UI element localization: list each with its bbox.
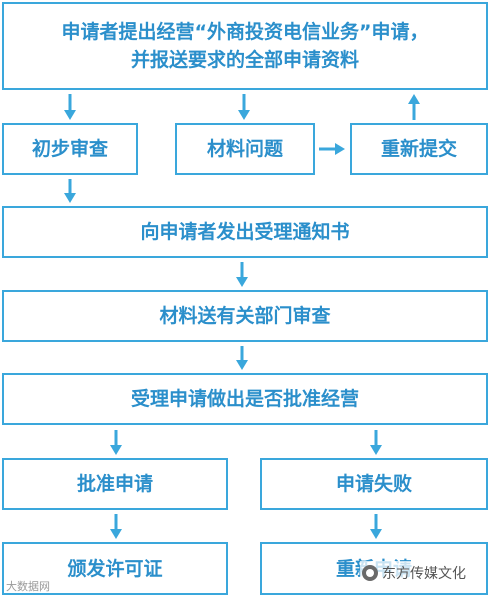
step-submit-application: 申请者提出经营“外商投资电信业务”申请， 并报送要求的全部申请资料 (2, 2, 488, 90)
wechat-logo-icon (362, 565, 378, 581)
step-submit-line2: 并报送要求的全部申请资料 (130, 49, 359, 71)
arrow-approved-to-license (110, 514, 122, 539)
arrow-submit-to-preliminary (64, 94, 76, 120)
arrow-material-issue-to-resubmit (319, 143, 345, 155)
step-approved: 批准申请 (2, 458, 228, 510)
step-submit-line1: 申请者提出经营“外商投资电信业务”申请， (61, 21, 429, 43)
step-decision: 受理申请做出是否批准经营 (2, 373, 488, 425)
step-rejected: 申请失败 (260, 458, 488, 510)
step-department-review: 材料送有关部门审查 (2, 290, 488, 342)
step-acceptance-notice: 向申请者发出受理通知书 (2, 206, 488, 258)
arrow-decision-to-approved (110, 430, 122, 455)
watermark-right: 东方传媒文化 (360, 561, 468, 585)
step-resubmit: 重新提交 (350, 123, 488, 175)
arrow-department-to-decision (236, 346, 248, 370)
step-issue-license: 颁发许可证 (2, 542, 228, 595)
arrow-decision-to-rejected (370, 430, 382, 455)
arrow-notice-to-department (236, 262, 248, 287)
step-material-issue: 材料问题 (175, 123, 315, 175)
arrow-preliminary-to-notice (64, 179, 76, 203)
arrow-submit-to-material-issue (238, 94, 250, 120)
arrow-rejected-to-reapply (370, 514, 382, 539)
watermark-right-text: 东方传媒文化 (382, 566, 466, 582)
step-preliminary-review: 初步审查 (2, 123, 138, 175)
arrow-resubmit-to-submit (408, 94, 420, 120)
watermark-left: 大数据网 (6, 580, 50, 593)
